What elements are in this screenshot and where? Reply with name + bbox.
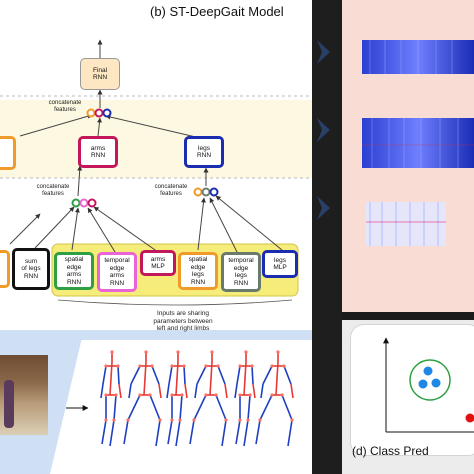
pose-skeletons xyxy=(100,350,294,447)
class-points xyxy=(418,366,441,389)
spatial-edge-legs-rnn-node: spatial edge legs RNN xyxy=(178,252,218,290)
partial-rnn-node xyxy=(0,136,16,170)
skeleton-figure xyxy=(100,350,122,447)
band-rnn xyxy=(0,100,312,178)
feature-map-strip xyxy=(362,40,474,74)
temporal-edge-arms-rnn-node: temporal edge arms RNN xyxy=(97,252,137,292)
final-rnn-node: Final RNN xyxy=(80,58,120,90)
arms-rnn-node: arms RNN xyxy=(78,136,118,168)
sum-of-legs-rnn-node: sum of legs RNN xyxy=(12,248,50,290)
skeleton-figure xyxy=(123,350,162,447)
walking-person-image xyxy=(4,380,14,428)
concat-note-left: concatenate features xyxy=(36,184,70,197)
concat-dots-top xyxy=(86,108,112,118)
legs-rnn-node: legs RNN xyxy=(184,136,224,168)
class-axes xyxy=(383,337,474,433)
class-cluster xyxy=(409,359,451,401)
sharing-brace xyxy=(57,299,293,306)
skeleton-figure xyxy=(255,350,294,447)
model-title: (b) ST-DeepGait Model xyxy=(150,4,284,19)
skeleton-figure xyxy=(189,350,228,447)
edges xyxy=(9,39,283,255)
concat-dots-right xyxy=(193,187,219,197)
arrow-column xyxy=(312,0,342,474)
concat-note-right: concatenate features xyxy=(154,184,188,197)
chevron-right-arrow-icon xyxy=(317,40,330,220)
spatial-edge-arms-rnn-node: spatial edge arms RNN xyxy=(54,252,94,290)
sharing-note: Inputs are sharing parameters between le… xyxy=(153,310,213,332)
class-prediction-label: (d) Class Pred xyxy=(352,444,429,458)
concat-dots-left xyxy=(71,198,97,208)
arms-mlp-node: arms MLP xyxy=(140,250,176,276)
skeleton-figure xyxy=(166,350,188,447)
legs-mlp-node: legs MLP xyxy=(262,250,298,278)
partial-input-node xyxy=(0,250,10,288)
outlier-point xyxy=(465,413,474,423)
temporal-edge-legs-rnn-node: temporal edge legs RNN xyxy=(221,252,261,292)
concat-note-top: concatenate features xyxy=(48,100,82,113)
skeleton-figure xyxy=(234,350,256,447)
feature-map-strip-faint xyxy=(366,202,446,246)
feature-map-strip xyxy=(362,118,474,168)
